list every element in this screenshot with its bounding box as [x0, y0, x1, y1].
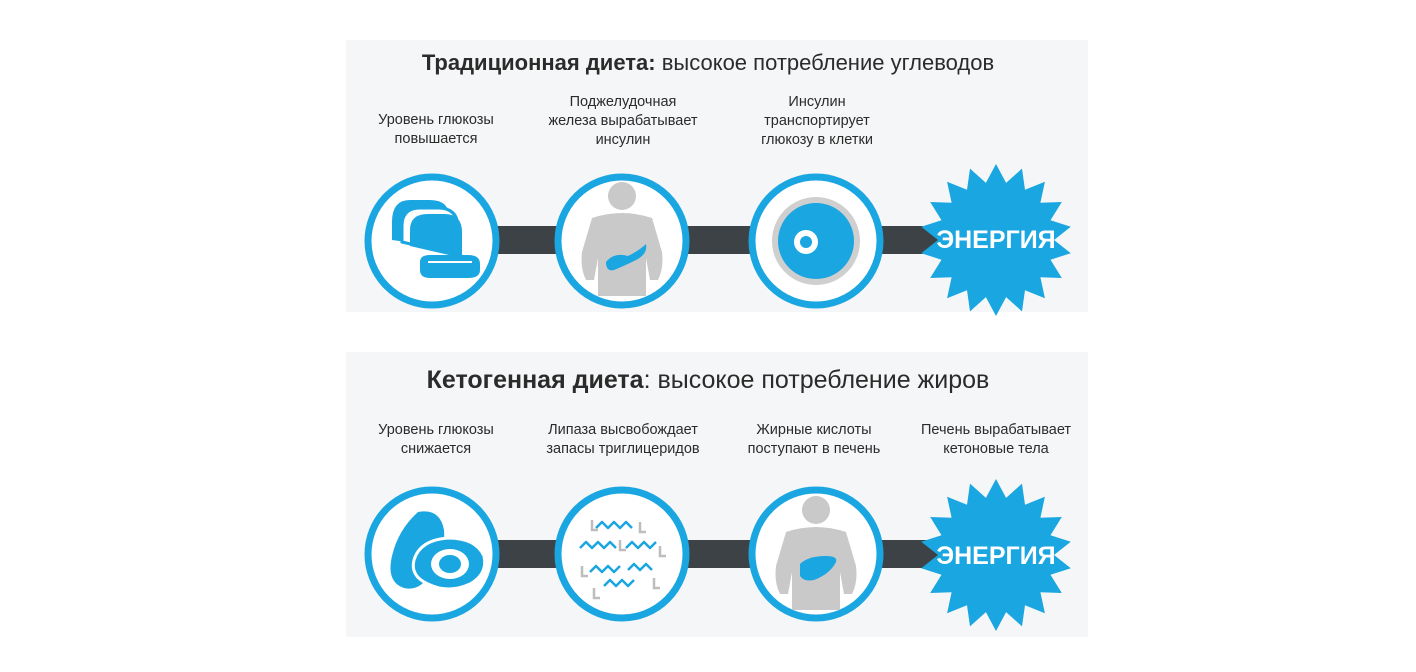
keto-diet-title: Кетогенная диета: высокое потребление жи… — [426, 366, 990, 394]
triglycerides-icon — [554, 486, 690, 622]
energy-label: ЭНЕРГИЯ — [936, 542, 1055, 570]
avocado-icon — [364, 486, 500, 622]
caption-pancreas-insulin: Поджелудочная железа вырабатывает инсули… — [548, 94, 698, 148]
traditional-diet-title: Традиционная диета: высокое потребление … — [421, 50, 995, 75]
caption-glucose-drops: Уровень глюкозы снижается — [378, 422, 494, 457]
energy-burst-icon: ЭНЕРГИЯ — [921, 164, 1071, 316]
pancreas-body-icon — [554, 173, 690, 309]
energy-burst-icon: ЭНЕРГИЯ — [921, 479, 1071, 631]
caption-insulin-transport: Инсулин транспортирует глюкозу в клетки — [761, 94, 873, 148]
caption-ketone-bodies: Печень вырабатывает кетоновые тела — [920, 422, 1072, 457]
caption-fatty-acids-liver: Жирные кислоты поступают в печень — [747, 422, 881, 457]
cell-icon — [748, 173, 884, 309]
caption-glucose-rises: Уровень глюкозы повышается — [378, 112, 494, 147]
bread-icon — [364, 173, 500, 309]
liver-body-icon — [748, 486, 884, 622]
energy-label: ЭНЕРГИЯ — [936, 226, 1055, 254]
caption-lipase-release: Липаза высвобождает запасы триглицеридов — [546, 422, 700, 457]
